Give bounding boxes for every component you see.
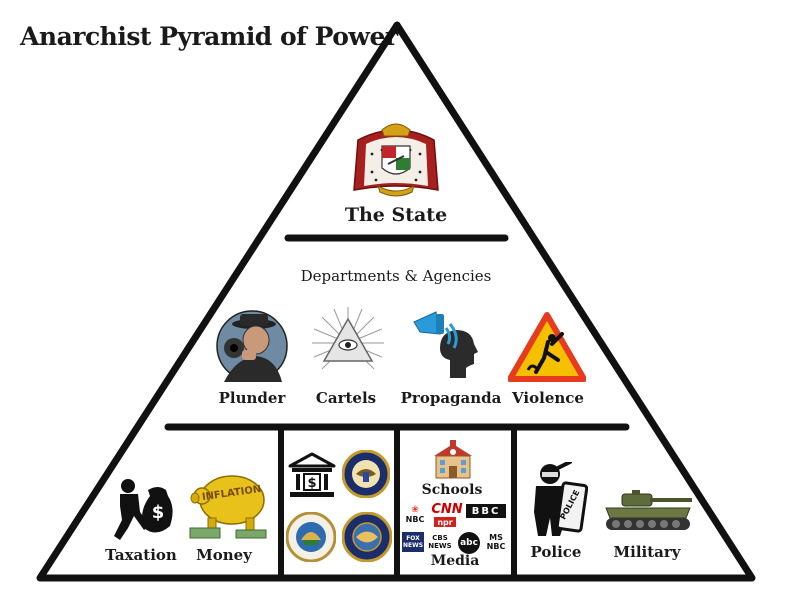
page-title: Anarchist Pyramid of Power xyxy=(20,22,398,51)
base-item-label: Taxation xyxy=(105,546,177,564)
fox-news-logo: FOX NEWS xyxy=(402,532,424,552)
middle-item-label: Plunder xyxy=(218,389,286,407)
msnbc-logo: MS NBC xyxy=(486,533,506,551)
gunman-icon xyxy=(216,310,288,382)
abc-logo: abc xyxy=(458,532,480,554)
npr-logo: npr xyxy=(434,517,456,527)
media-label: Media xyxy=(430,553,480,569)
all-seeing-eye-icon xyxy=(312,307,384,370)
commission-seal-icon xyxy=(342,512,392,562)
riot-police-icon: POLICE xyxy=(534,462,588,536)
base-item-label: Military xyxy=(613,543,681,561)
coat-of-arms-icon xyxy=(353,123,439,197)
warning-sign-icon xyxy=(508,312,586,382)
middle-item-label: Propaganda xyxy=(400,389,502,407)
svg-text:$: $ xyxy=(152,502,165,523)
bbc-logo: BBC xyxy=(466,504,506,518)
cnn-logo: CNN xyxy=(431,501,463,517)
pyramid-outline xyxy=(36,21,756,582)
inflation-pig-icon: INFLATION xyxy=(189,475,267,539)
nbc-logo: ❀NBC xyxy=(405,504,425,524)
cbs-news-logo: CBS NEWS xyxy=(428,534,452,550)
agency-seal-icon xyxy=(286,512,336,562)
thief-moneybag-icon: $ xyxy=(114,479,173,540)
megaphone-head-icon xyxy=(413,311,478,378)
bank-icon: $ xyxy=(288,452,336,497)
tank-icon xyxy=(605,490,692,530)
middle-heading: Departments & Agencies xyxy=(300,267,492,285)
schools-label: Schools xyxy=(421,482,483,498)
federal-seal-icon xyxy=(342,450,390,498)
base-item-label: Police xyxy=(530,543,582,561)
svg-text:$: $ xyxy=(307,476,316,491)
base-item-label: Money xyxy=(196,546,252,564)
school-icon xyxy=(434,440,472,479)
middle-item-label: Violence xyxy=(512,389,584,407)
apex-label: The State xyxy=(344,204,448,226)
middle-item-label: Cartels xyxy=(315,389,377,407)
